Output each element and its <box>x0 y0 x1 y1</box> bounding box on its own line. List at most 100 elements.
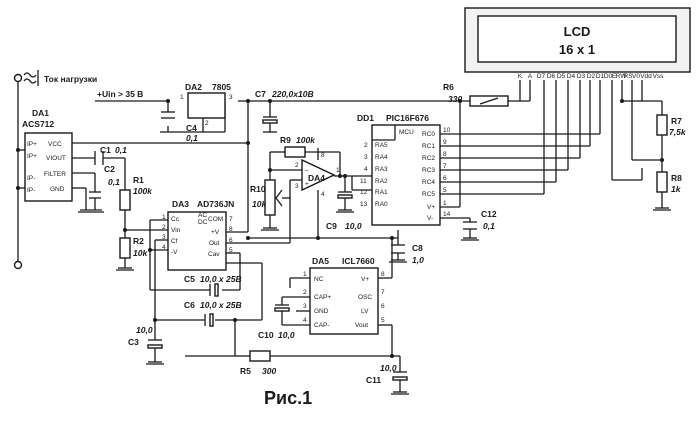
c2-val: 0,1 <box>108 177 120 187</box>
da1-ref: DA1 <box>32 108 49 118</box>
da5-pin: LV <box>361 308 369 315</box>
dd1-right-pin: V+ <box>427 204 435 211</box>
lcd-pin-label: Vdd <box>640 73 652 80</box>
supply-label: +Uin > 35 В <box>97 89 143 99</box>
c1-ref: C1 <box>100 145 111 155</box>
da3-pin-num: 8 <box>229 226 233 233</box>
r10-val: 10k <box>252 199 267 209</box>
dd1-left-pin: RA4 <box>375 154 388 161</box>
da3-ref: DA3 <box>172 199 189 209</box>
da3-pin: Out <box>209 240 220 247</box>
da2-pin: 3 <box>229 94 233 101</box>
lcd-pin-label: D3 <box>577 73 586 80</box>
da1-pin: IP+ <box>27 153 37 160</box>
da2-part: 7805 <box>212 82 231 92</box>
da3-pin: Cav <box>208 251 220 258</box>
lcd-pin-label: D7 <box>537 73 546 80</box>
r7-val: 7,5k <box>669 127 687 137</box>
c3-ref: C3 <box>128 337 139 347</box>
da2-pin: 1 <box>180 94 184 101</box>
da5-pin: OSC <box>358 294 372 301</box>
trimmer-arrow-icon <box>275 189 283 207</box>
r10-ref: R10 <box>250 184 266 194</box>
ground-symbols <box>78 209 671 395</box>
dd1-right-num: 14 <box>443 211 451 218</box>
dd1-left-num: 13 <box>360 201 368 208</box>
da5-pin: GND <box>314 308 329 315</box>
dd1-left-pin: RA2 <box>375 178 388 185</box>
c12-val: 0,1 <box>483 221 495 231</box>
resistor-r9 <box>284 146 306 158</box>
da3-pin-num: 6 <box>229 237 233 244</box>
c10-val: 10,0 <box>278 330 295 340</box>
dd1-right-num: 1 <box>443 200 447 207</box>
load-input: Ток нагрузки <box>13 70 97 270</box>
da5-pin-num: 5 <box>381 317 385 324</box>
r2-ref: R2 <box>133 236 144 246</box>
da1-pin: FILTER <box>44 171 66 178</box>
da2-pin: 2 <box>205 120 209 127</box>
da1-pin: VIOUT <box>46 155 66 162</box>
lcd-pin-labels: K A D7 D6 D5 D4 D3 D2 D1 D0 E RW RS V0 V… <box>518 73 664 80</box>
wires <box>17 80 669 393</box>
da5-pin-num: 2 <box>303 289 307 296</box>
da3-pin: +V <box>211 229 220 236</box>
da3-pin-num: 4 <box>162 244 166 251</box>
trimmer-r10 <box>264 179 276 216</box>
c9-val: 10,0 <box>345 221 362 231</box>
da5-pin-num: 8 <box>381 271 385 278</box>
c12-ref: C12 <box>481 209 497 219</box>
da4-pin: 2 <box>295 162 299 169</box>
dd1-right-num: 6 <box>443 175 447 182</box>
r5-ref: R5 <box>240 366 251 376</box>
r2-val: 10k <box>133 248 148 258</box>
dd1-right-num: 7 <box>443 163 447 170</box>
dd1-right-pin: RC4 <box>422 179 435 186</box>
c4-val: 0,1 <box>186 133 198 143</box>
da3-pin: AC <box>198 212 207 219</box>
c7-ref: C7 <box>255 89 266 99</box>
da3-pin-num: 2 <box>162 224 166 231</box>
r1-val: 100k <box>133 186 153 196</box>
r1-ref: R1 <box>133 175 144 185</box>
lcd-pin-label: K <box>518 73 523 80</box>
c2-ref: C2 <box>104 164 115 174</box>
figure-caption: Рис.1 <box>264 388 312 408</box>
lcd-pin-label: A <box>528 73 533 80</box>
dd1-left-pin: RA0 <box>375 201 388 208</box>
c11-ref: C11 <box>366 375 381 385</box>
resistor-r7 <box>656 114 668 136</box>
dd1-right-num: 5 <box>443 187 447 194</box>
c8-ref: C8 <box>412 243 423 253</box>
dd1-right-num: 10 <box>443 127 451 134</box>
dd1-right-pin: V- <box>427 215 433 222</box>
da5-pin-num: 6 <box>381 303 385 310</box>
opamp-plus-icon: + <box>305 181 309 188</box>
da1-pin: IP+ <box>27 141 37 148</box>
c11-val: 10,0 <box>380 363 397 373</box>
da2-regulator: DA2 7805 1 2 3 <box>180 82 233 127</box>
dd1-mcu-label: MCU <box>399 129 414 136</box>
da5-pin-num: 1 <box>303 271 307 278</box>
da3-pin-num: 1 <box>162 214 166 221</box>
da5-pin: NC <box>314 276 324 283</box>
da5-ref: DA5 <box>312 256 329 266</box>
da5-pin: CAP- <box>314 322 330 329</box>
lcd-pin-label: RS <box>623 73 633 80</box>
lcd-pin-label: D2 <box>587 73 596 80</box>
da1-part: ACS712 <box>22 119 54 129</box>
dd1-left-pin: RA1 <box>375 189 388 196</box>
c7-val: 220,0x10В <box>271 89 314 99</box>
da5-part: ICL7660 <box>342 256 375 266</box>
dd1-right-pin: RC1 <box>422 143 435 150</box>
dd1-left-pin: RA5 <box>375 142 388 149</box>
dd1-left-num: 11 <box>360 178 367 185</box>
da3-pin: Cc <box>171 216 180 223</box>
c10-ref: C10 <box>258 330 274 340</box>
da1-pin: GND <box>50 186 65 193</box>
da5-pin: CAP+ <box>314 294 331 301</box>
c5-val: 10,0 x 25В <box>200 274 242 284</box>
lcd-pin-label: E <box>612 73 617 80</box>
da1-pin: VCC <box>48 141 62 148</box>
c9-ref: C9 <box>326 221 337 231</box>
